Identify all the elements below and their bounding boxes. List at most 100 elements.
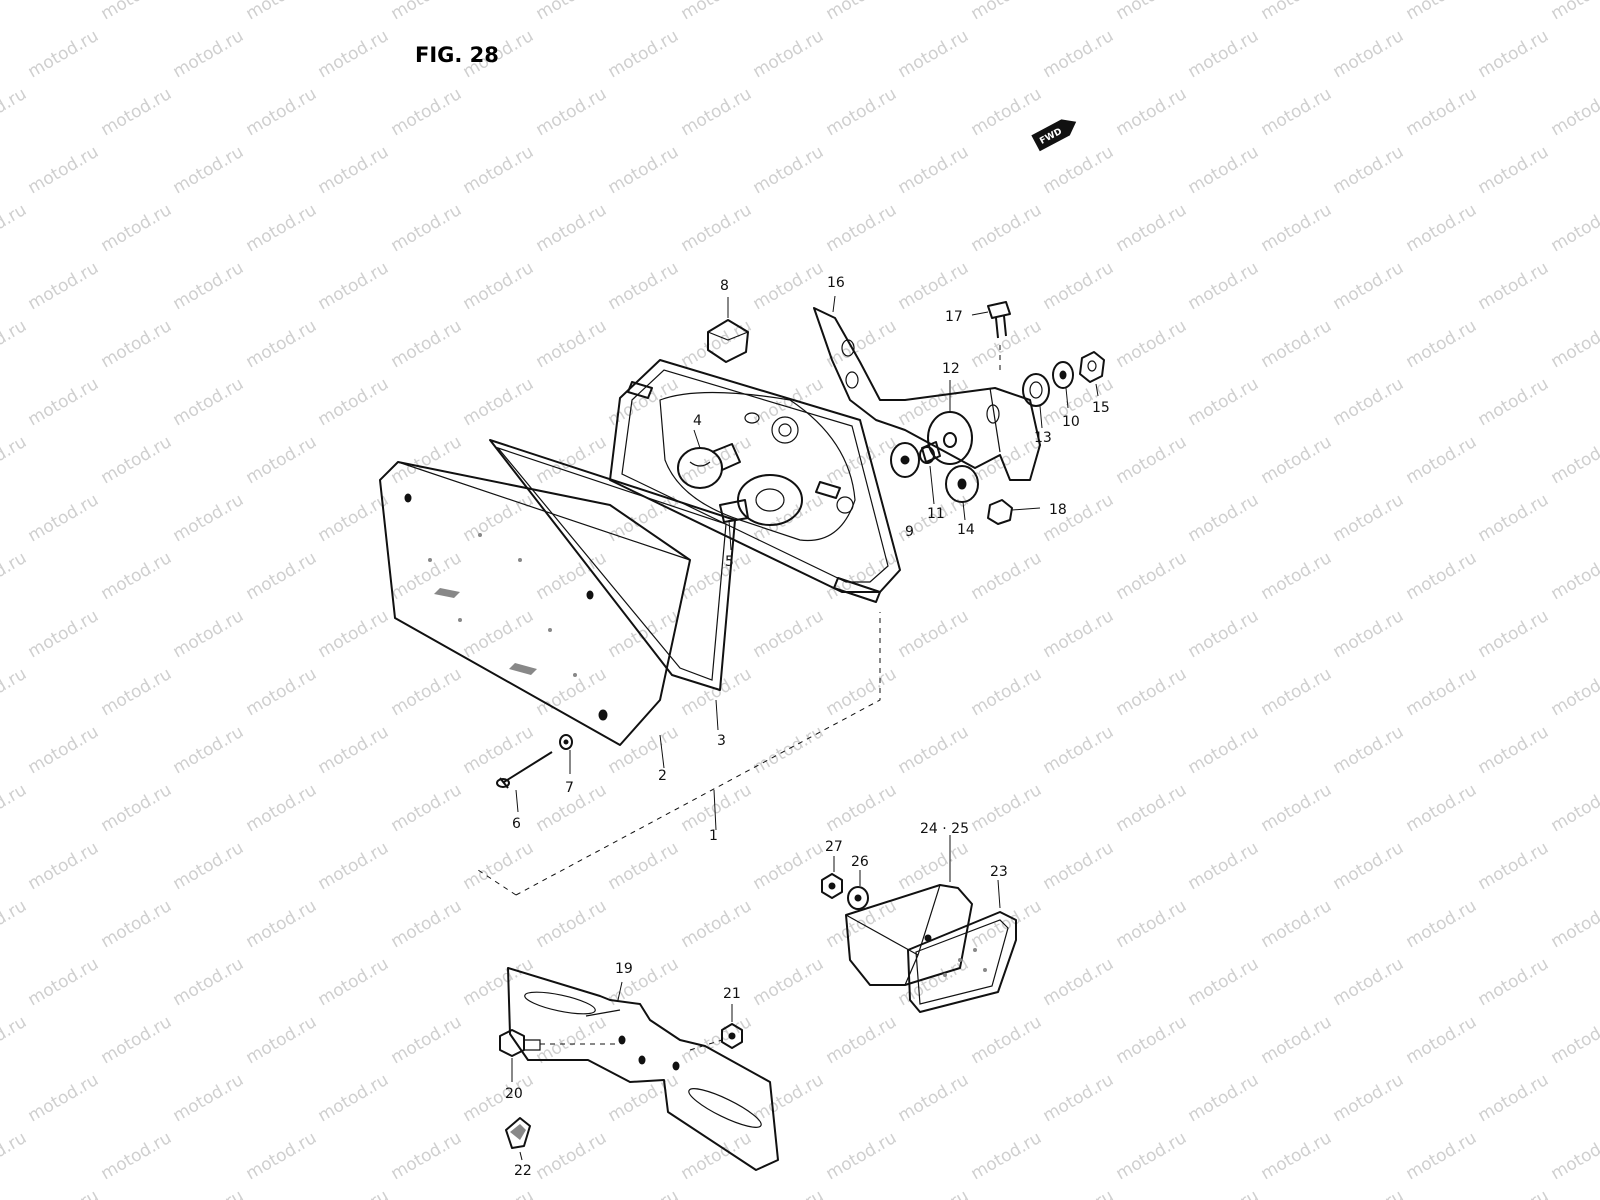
part-18-grommet <box>987 499 1041 525</box>
watermark-text: motod.ru <box>533 432 611 488</box>
watermark-text: motod.ru <box>1548 316 1600 372</box>
watermark-text: motod.ru <box>1475 722 1553 778</box>
watermark-text: motod.ru <box>895 142 973 198</box>
watermark-text: motod.ru <box>1113 0 1191 24</box>
callout-22: 22 <box>514 1163 532 1179</box>
watermark-text: motod.ru <box>823 0 901 24</box>
watermark-text: motod.ru <box>0 432 30 488</box>
watermark-text: motod.ru <box>968 896 1046 952</box>
part-21-nut <box>689 1004 743 1051</box>
watermark-text: motod.ru <box>243 200 321 256</box>
watermark-text: motod.ru <box>25 374 103 430</box>
part-7-washer <box>559 734 573 774</box>
callout-3: 3 <box>717 733 726 749</box>
watermark-text: motod.ru <box>1185 258 1263 314</box>
watermark-text: motod.ru <box>1040 142 1118 198</box>
watermark-text: motod.ru <box>1330 838 1408 894</box>
watermark-text: motod.ru <box>750 374 828 430</box>
watermark-text: motod.ru <box>895 838 973 894</box>
watermark-text: motod.ru <box>0 780 30 836</box>
watermark-text: motod.ru <box>1113 1128 1191 1184</box>
watermark-text: motod.ru <box>170 142 248 198</box>
watermark-text: motod.ru <box>1403 1128 1481 1184</box>
watermark-text: motod.ru <box>533 896 611 952</box>
watermark-text: motod.ru <box>1475 954 1553 1010</box>
watermark-text: motod.ru <box>1113 896 1191 952</box>
watermark-text: motod.ru <box>1330 1186 1408 1200</box>
watermark-text: motod.ru <box>1330 26 1408 82</box>
watermark-text: motod.ru <box>1185 722 1263 778</box>
watermark-text: motod.ru <box>460 490 538 546</box>
watermark-text: motod.ru <box>1258 432 1336 488</box>
callout-13: 13 <box>1034 430 1052 446</box>
watermark-text: motod.ru <box>968 200 1046 256</box>
watermark-text: motod.ru <box>968 664 1046 720</box>
watermark-text: motod.ru <box>678 896 756 952</box>
watermark-text: motod.ru <box>1475 490 1553 546</box>
watermark-text: motod.ru <box>0 84 30 140</box>
watermark-text: motod.ru <box>605 1070 683 1126</box>
watermark-text: motod.ru <box>1403 316 1481 372</box>
watermark-text: motod.ru <box>750 1186 828 1200</box>
watermark-text: motod.ru <box>315 490 393 546</box>
watermark-text: motod.ru <box>1330 606 1408 662</box>
watermark-text: motod.ru <box>388 200 466 256</box>
watermark-text: motod.ru <box>678 316 756 372</box>
watermark-text: motod.ru <box>678 200 756 256</box>
callout-23: 23 <box>990 864 1008 880</box>
watermark-text: motod.ru <box>0 664 30 720</box>
watermark-text: motod.ru <box>1403 548 1481 604</box>
watermark-text: motod.ru <box>1040 606 1118 662</box>
watermark-text: motod.ru <box>315 1186 393 1200</box>
watermark-text: motod.ru <box>315 838 393 894</box>
watermark-text: motod.ru <box>1403 432 1481 488</box>
watermark-text: motod.ru <box>243 432 321 488</box>
watermark-text: motod.ru <box>1548 0 1600 24</box>
watermark-text: motod.ru <box>1040 1070 1118 1126</box>
watermark-text: motod.ru <box>823 84 901 140</box>
watermark-text: motod.ru <box>0 200 30 256</box>
watermark-text: motod.ru <box>0 548 30 604</box>
watermark-text: motod.ru <box>1330 1070 1408 1126</box>
watermark-text: motod.ru <box>460 142 538 198</box>
watermark-text: motod.ru <box>1113 664 1191 720</box>
watermark-text: motod.ru <box>315 374 393 430</box>
watermark-text: motod.ru <box>1403 84 1481 140</box>
watermark-text: motod.ru <box>1475 142 1553 198</box>
part-13-washer <box>1022 373 1050 429</box>
part-10-washer <box>1052 361 1074 409</box>
watermark-text: motod.ru <box>1548 664 1600 720</box>
watermark-text: motod.ru <box>1113 548 1191 604</box>
watermark-text: motod.ru <box>968 1128 1046 1184</box>
watermark-text: motod.ru <box>895 258 973 314</box>
watermark-text: motod.ru <box>1258 548 1336 604</box>
watermark-text: motod.ru <box>243 664 321 720</box>
watermark-text: motod.ru <box>460 838 538 894</box>
callout-26: 26 <box>851 854 869 870</box>
part-27-nut <box>821 856 843 899</box>
callout-16: 16 <box>827 275 845 291</box>
watermark-text: motod.ru <box>1403 1012 1481 1068</box>
watermark-text: motod.ru <box>533 316 611 372</box>
callout-19: 19 <box>615 961 633 977</box>
watermark-text: motod.ru <box>98 200 176 256</box>
watermark-text: motod.ru <box>1403 664 1481 720</box>
callout-leaders <box>659 429 719 831</box>
callout-27: 27 <box>825 839 843 855</box>
watermark-text: motod.ru <box>1185 142 1263 198</box>
watermark-text: motod.ru <box>678 1012 756 1068</box>
part-19-license-bracket <box>507 967 779 1171</box>
forward-arrow-icon <box>1031 119 1077 152</box>
watermark-text: motod.ru <box>25 258 103 314</box>
watermark-text: motod.ru <box>1185 490 1263 546</box>
watermark-text: motod.ru <box>170 954 248 1010</box>
watermark-text: motod.ru <box>315 1070 393 1126</box>
part-16-bracket <box>813 295 1041 481</box>
part-14-damper <box>945 465 979 521</box>
taillight-housing <box>609 359 901 603</box>
watermark-text: motod.ru <box>388 316 466 372</box>
watermark-text: motod.ru <box>823 664 901 720</box>
figure-title: FIG. 28 <box>415 43 499 67</box>
